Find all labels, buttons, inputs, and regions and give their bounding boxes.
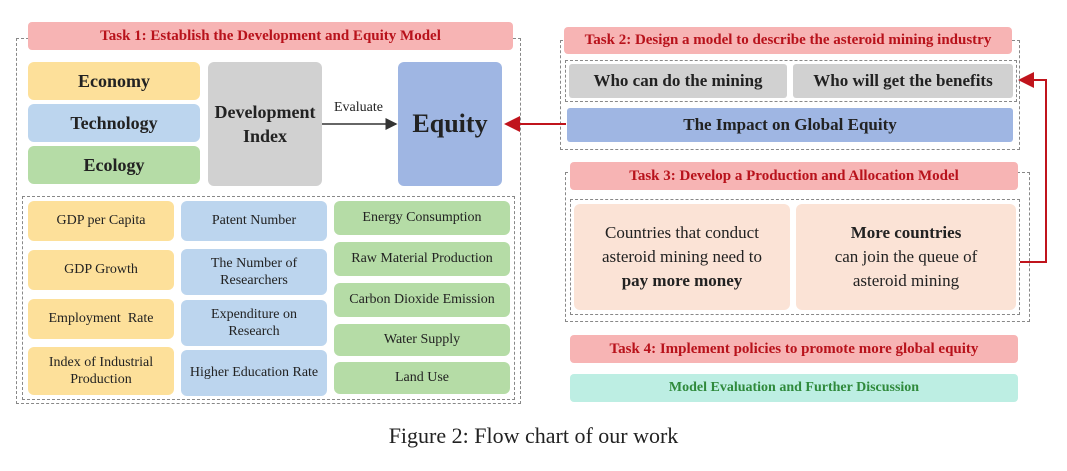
who-can-mine: Who can do the mining (569, 64, 787, 98)
model-evaluation: Model Evaluation and Further Discussion (570, 374, 1018, 402)
indicator-researchers: The Number of Researchers (181, 249, 327, 295)
indicator-water-supply: Water Supply (334, 324, 510, 356)
evaluate-label: Evaluate (334, 100, 383, 115)
indicator-industrial-production: Index of Industrial Production (28, 347, 174, 395)
figure-caption: Figure 2: Flow chart of our work (388, 423, 679, 448)
development-index: Development Index (208, 62, 322, 186)
pillar-ecology: Ecology (28, 146, 200, 184)
queue-emphasis: More countries (850, 223, 962, 243)
queue-box: More countries can join the queue of ast… (796, 204, 1016, 310)
equity-box: Equity (398, 62, 502, 186)
task3-inner-panel (570, 199, 1020, 315)
who-gets-benefits: Who will get the benefits (793, 64, 1013, 98)
cost-box: Countries that conduct asteroid mining n… (574, 204, 790, 310)
task1-title: Task 1: Establish the Development and Eq… (28, 22, 513, 50)
queue-text: can join the queue of asteroid mining (834, 247, 978, 290)
task3-title: Task 3: Develop a Production and Allocat… (570, 162, 1018, 190)
indicator-gdp-growth: GDP Growth (28, 250, 174, 290)
task2-title: Task 2: Design a model to describe the a… (564, 27, 1012, 54)
indicator-patent-number: Patent Number (181, 201, 327, 241)
indicator-raw-material: Raw Material Production (334, 242, 510, 276)
cost-text: Countries that conduct asteroid mining n… (601, 223, 763, 267)
pillar-technology: Technology (28, 104, 200, 142)
who-panel (565, 60, 1017, 102)
task3-to-task2-arrow (1018, 72, 1047, 263)
indicator-energy-consumption: Energy Consumption (334, 201, 510, 235)
indicator-employment-rate: Employment Rate (28, 299, 174, 339)
task4-title: Task 4: Implement policies to promote mo… (570, 335, 1018, 363)
impact-global-equity: The Impact on Global Equity (567, 108, 1013, 142)
indicators-panel (22, 196, 515, 400)
pillar-economy: Economy (28, 62, 200, 100)
indicator-gdp-per-capita: GDP per Capita (28, 201, 174, 241)
indicator-research-expenditure: Expenditure on Research (181, 300, 327, 346)
indicator-co2-emission: Carbon Dioxide Emission (334, 283, 510, 317)
cost-emphasis: pay more money (621, 270, 743, 290)
indicator-higher-education: Higher Education Rate (181, 350, 327, 396)
indicator-land-use: Land Use (334, 362, 510, 394)
